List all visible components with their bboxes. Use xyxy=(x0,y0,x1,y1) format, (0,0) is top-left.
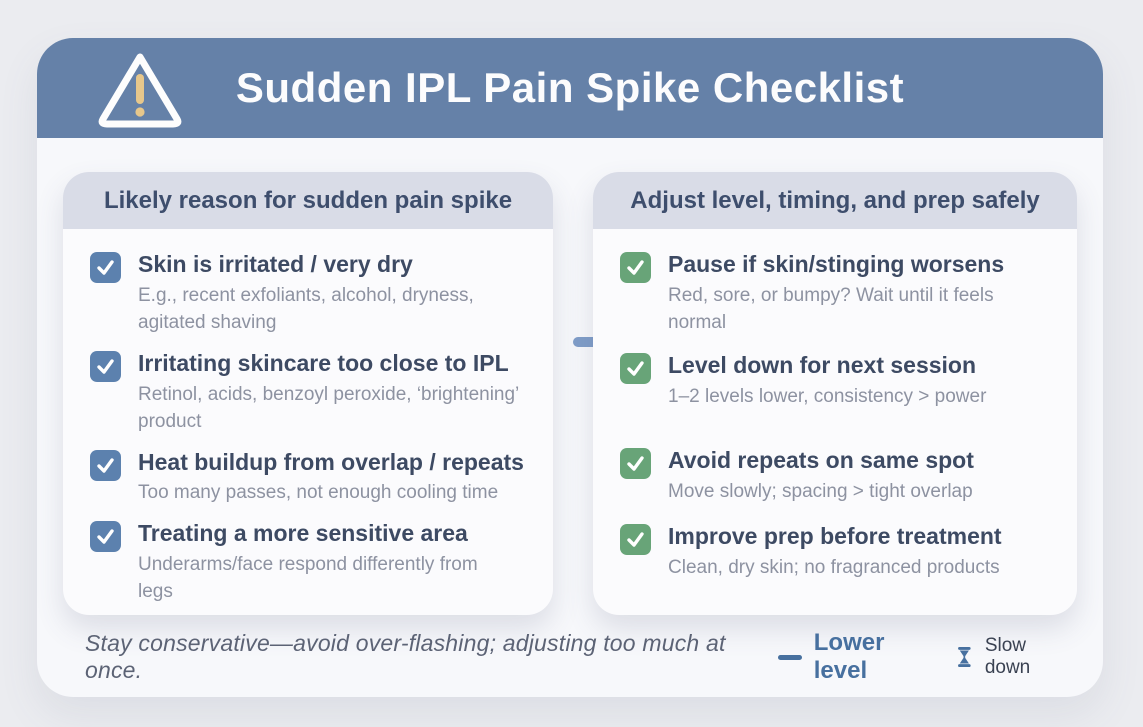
item-subtitle: Retinol, acids, benzoyl peroxide, ‘brigh… xyxy=(138,383,519,433)
checkmark-icon xyxy=(97,529,114,544)
panel-reasons: Likely reason for sudden pain spike Skin… xyxy=(63,172,553,615)
checkbox-checked-icon xyxy=(90,449,121,481)
page-title: Sudden IPL Pain Spike Checklist xyxy=(235,64,905,111)
item-subtitle: Clean, dry skin; no fragranced products xyxy=(668,557,1000,579)
item-subtitle: Move slowly; spacing > tight overlap xyxy=(668,480,973,502)
item-subtitle: E.g., recent exfoliants, alcohol, drynes… xyxy=(138,284,474,334)
checkmark-icon xyxy=(97,457,114,473)
footer: Stay conservative—avoid over-flashing; a… xyxy=(85,629,1075,684)
checkbox-checked-icon xyxy=(90,252,121,283)
legend-slow-down: Slow down xyxy=(956,635,1075,679)
panel-reasons-header: Likely reason for sudden pain spike xyxy=(63,172,553,229)
item-title: Heat buildup from overlap / repeats xyxy=(138,448,524,475)
checklist-item: Level down for next session 1–2 levels l… xyxy=(620,351,1065,410)
item-subtitle: Red, sore, or bumpy? Wait until it feels… xyxy=(668,284,994,334)
checkbox-checked-icon xyxy=(620,448,651,480)
checklist-item: Heat buildup from overlap / repeats Too … xyxy=(90,448,541,507)
checkbox-checked-icon xyxy=(620,352,651,384)
checkmark-icon xyxy=(97,260,114,275)
checklist-item: Treating a more sensitive area Underarms… xyxy=(90,519,541,606)
item-title: Avoid repeats on same spot xyxy=(668,447,974,474)
item-subtitle: Underarms/face respond differently from … xyxy=(138,553,478,603)
item-title: Irritating skincare too close to IPL xyxy=(138,349,509,376)
item-text: Level down for next session 1–2 levels l… xyxy=(668,351,986,410)
checkmark-icon xyxy=(627,260,644,275)
checklist-item: Avoid repeats on same spot Move slowly; … xyxy=(620,446,1065,505)
checklist-item: Improve prep before treatment Clean, dry… xyxy=(620,522,1065,581)
checkbox-checked-icon xyxy=(90,350,121,382)
checklist-item: Skin is irritated / very dry E.g., recen… xyxy=(90,250,541,337)
item-subtitle: 1–2 levels lower, consistency > power xyxy=(668,385,987,407)
checkmark-icon xyxy=(627,361,644,376)
item-title: Pause if skin/stinging worsens xyxy=(668,251,1005,277)
dash-icon xyxy=(778,654,802,660)
item-text: Irritating skincare too close to IPL Ret… xyxy=(138,349,541,436)
item-title: Skin is irritated / very dry xyxy=(138,251,413,277)
checklist-item: Irritating skincare too close to IPL Ret… xyxy=(90,349,541,436)
checklist-item: Pause if skin/stinging worsens Red, sore… xyxy=(620,250,1065,337)
poster-card: Sudden IPL Pain Spike Checklist Likely r… xyxy=(37,38,1103,697)
item-text: Pause if skin/stinging worsens Red, sore… xyxy=(668,250,1038,337)
legend-label: Lower level xyxy=(813,629,885,684)
footer-note: Stay conservative—avoid over-flashing; a… xyxy=(85,630,726,683)
item-subtitle: Too many passes, not enough cooling time xyxy=(138,482,499,504)
reasons-list: Skin is irritated / very dry E.g., recen… xyxy=(63,229,553,606)
checkbox-checked-icon xyxy=(620,252,651,283)
header-bar: Sudden IPL Pain Spike Checklist xyxy=(37,38,1103,138)
legend: Lower level Slow down xyxy=(778,629,1075,685)
checkbox-checked-icon xyxy=(620,524,651,556)
item-text: Avoid repeats on same spot Move slowly; … xyxy=(668,446,974,505)
adjustments-list: Pause if skin/stinging worsens Red, sore… xyxy=(593,229,1077,582)
checkmark-icon xyxy=(97,359,114,374)
checkmark-icon xyxy=(627,456,644,471)
hourglass-icon xyxy=(958,646,971,668)
item-title: Level down for next session xyxy=(668,351,977,378)
panel-adjustments-header: Adjust level, timing, and prep safely xyxy=(593,172,1077,229)
item-text: Improve prep before treatment Clean, dry… xyxy=(668,522,1002,581)
item-title: Treating a more sensitive area xyxy=(138,519,468,546)
legend-label: Slow down xyxy=(984,635,1031,678)
item-text: Skin is irritated / very dry E.g., recen… xyxy=(138,250,541,337)
item-text: Treating a more sensitive area Underarms… xyxy=(138,519,478,606)
checkmark-icon xyxy=(627,532,644,548)
legend-lower-level: Lower level xyxy=(778,629,942,685)
warning-triangle-icon xyxy=(98,53,182,128)
checkbox-checked-icon xyxy=(90,520,121,552)
item-text: Heat buildup from overlap / repeats Too … xyxy=(138,448,524,507)
panel-adjustments: Adjust level, timing, and prep safely Pa… xyxy=(593,172,1077,615)
item-title: Improve prep before treatment xyxy=(668,523,1002,550)
